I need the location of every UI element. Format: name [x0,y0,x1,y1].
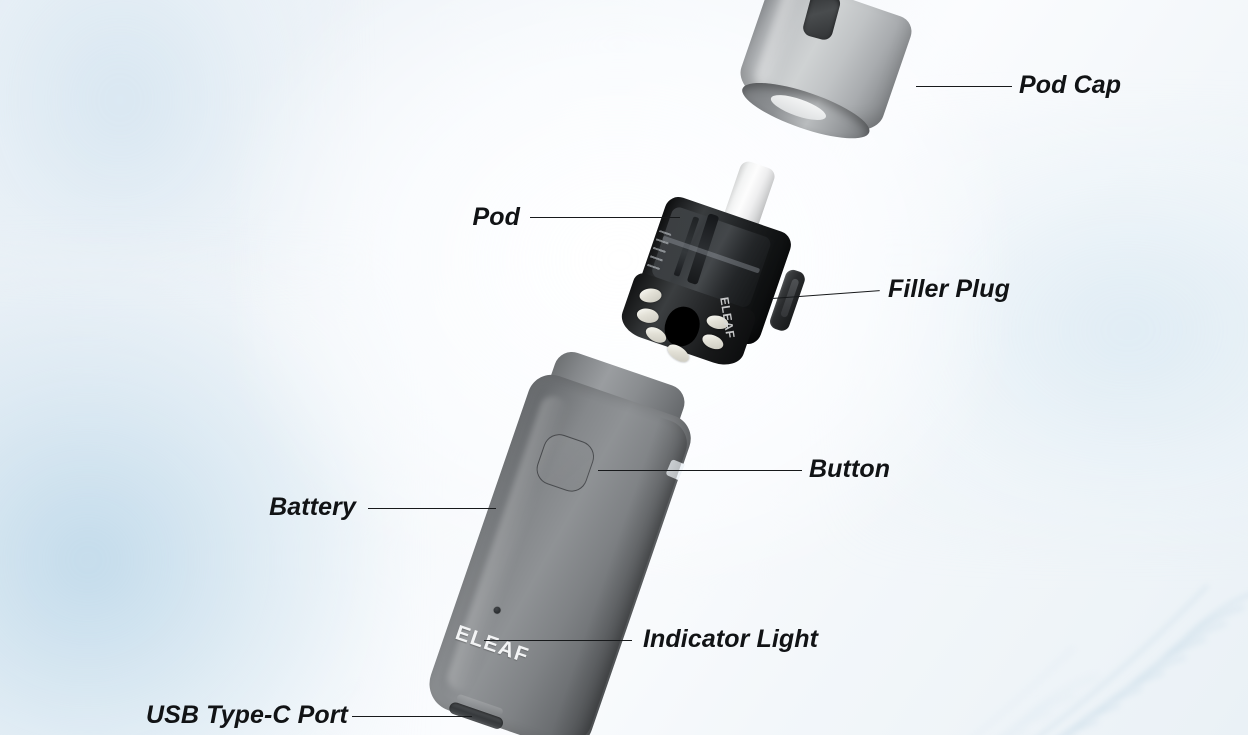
leader-line-pod-cap [916,86,1012,87]
leader-line-pod [530,217,680,218]
leader-line-usb-type-c-port [352,716,472,717]
background-frond-texture-tertiary [297,681,362,735]
callout-label-indicator-light: Indicator Light [643,625,819,653]
leader-line-indicator-light [484,640,632,641]
background-frond-texture-secondary [973,645,1099,735]
callout-label-pod: Pod [472,203,520,231]
callout-label-pod-cap: Pod Cap [1019,71,1122,99]
callout-label-usb-type-c-port: USB Type-C Port [146,701,348,729]
callout-label-button: Button [809,455,891,483]
background-frond-texture [1038,583,1248,735]
leader-line-battery [368,508,496,509]
leader-line-button [598,470,802,471]
callout-label-battery: Battery [269,493,356,521]
callout-label-filler-plug: Filler Plug [888,275,1010,303]
